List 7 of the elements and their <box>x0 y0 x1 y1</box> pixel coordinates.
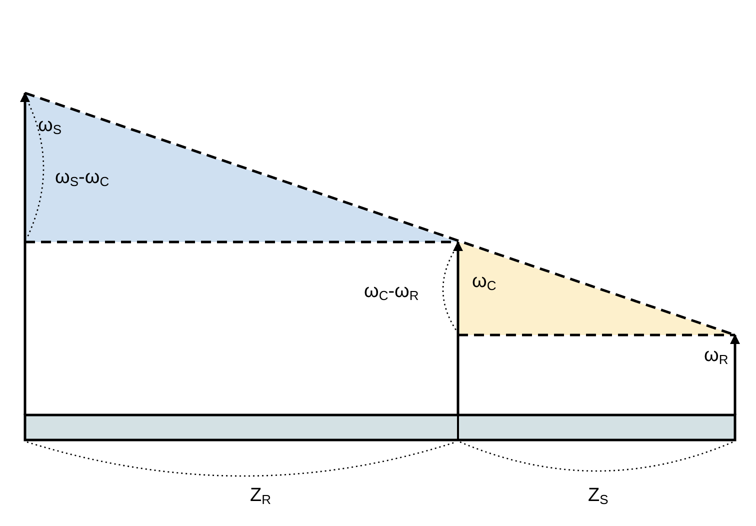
speed-difference-label: ω$_{C}$-ω$_{R}$ <box>364 282 419 302</box>
angular-speed-label: ω$_{S}$ <box>38 116 62 136</box>
tooth-count-label: Z$_{S}$ <box>588 486 608 506</box>
speed-difference-label: ω$_{S}$-ω$_{C}$ <box>55 168 110 188</box>
angular-speed-label: ω$_{R}$ <box>704 346 728 366</box>
angular-speed-label: ω$_{C}$ <box>472 272 496 292</box>
tooth-count-label: Z$_{R}$ <box>250 486 271 506</box>
